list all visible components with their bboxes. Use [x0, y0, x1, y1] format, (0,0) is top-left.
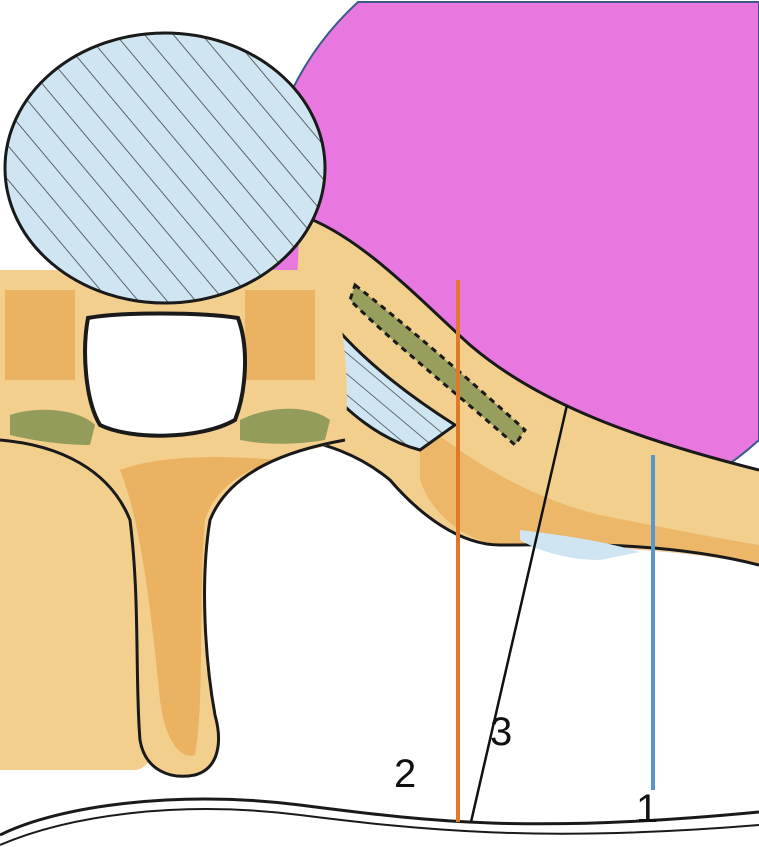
pedicle-right	[245, 290, 315, 380]
vertebral-body	[5, 33, 325, 303]
label-line-1: 1	[636, 787, 658, 831]
label-line-3: 3	[490, 710, 512, 754]
pedicle-left	[5, 290, 75, 380]
spinal-canal	[85, 314, 245, 436]
label-line-2: 2	[394, 752, 416, 796]
